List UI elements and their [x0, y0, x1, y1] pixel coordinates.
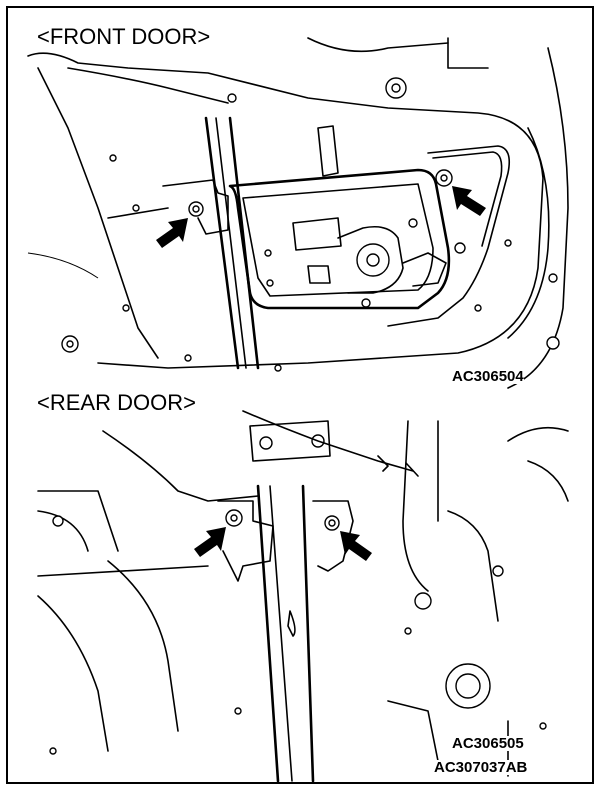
rear-window-rail: [256, 484, 315, 782]
front-door-holes: [61, 77, 560, 372]
rear-door-holes: [49, 515, 547, 755]
rear-door-outer-panel: [37, 420, 569, 777]
rear-door-illustration: [37, 410, 569, 782]
rear-cable: [242, 410, 419, 477]
rear-door-panel-title: <REAR DOOR>: [34, 392, 199, 414]
front-window-rail: [204, 116, 260, 370]
front-right-bolt: [435, 169, 453, 187]
front-left-bracket: [107, 179, 229, 235]
front-door-outer-panel: [27, 37, 569, 389]
front-door-figure-code: AC306504: [452, 368, 524, 385]
front-cable: [387, 145, 511, 327]
rear-left-bracket: [217, 500, 274, 582]
rear-bolt-arrow-right: [340, 531, 372, 561]
front-bolt-arrow-right: [452, 186, 486, 216]
front-regulator-plate: [228, 125, 451, 310]
rear-door-figure-code: AC306505: [452, 735, 524, 752]
front-door-panel-title: <FRONT DOOR>: [34, 26, 214, 48]
front-bolt-arrow-left: [156, 218, 188, 248]
diagram-frame: <FRONT DOOR> AC306504 <REAR DOOR> AC3065…: [6, 6, 594, 784]
rear-bolt-arrow-left: [194, 527, 226, 557]
figure-code: AC307037AB: [434, 759, 528, 776]
front-door-illustration: [27, 37, 569, 389]
